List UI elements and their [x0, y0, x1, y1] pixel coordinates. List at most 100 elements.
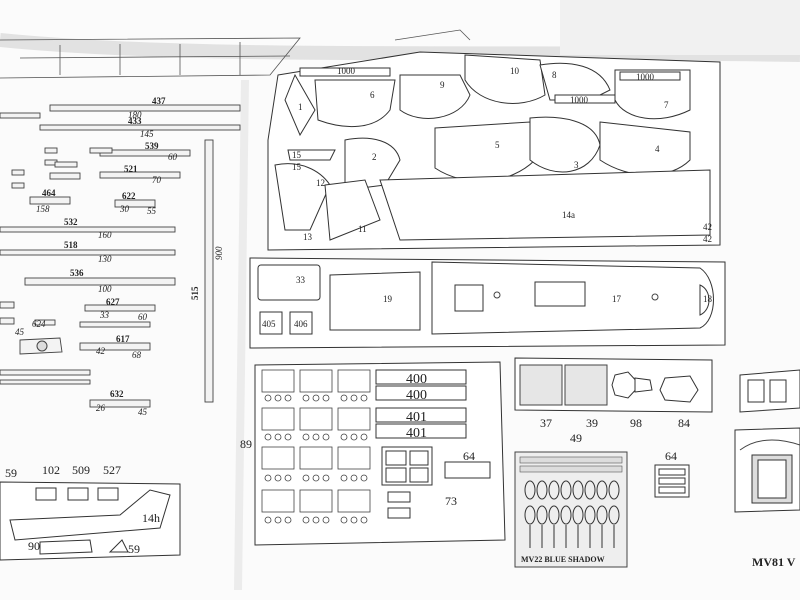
- strip-dim: 130: [98, 254, 112, 264]
- svg-text:8: 8: [552, 70, 557, 80]
- svg-text:102: 102: [42, 463, 60, 477]
- strip-length: 536: [70, 268, 84, 278]
- strip-dim: 68: [132, 350, 142, 360]
- strip-dim: 180: [128, 110, 142, 120]
- strip-dim: 55: [147, 206, 157, 216]
- strip-521: 521 70: [11, 164, 181, 189]
- grating-panel: 37 39 98 84 49: [514, 357, 713, 445]
- carriage-grid: [261, 369, 371, 524]
- svg-text:33: 33: [99, 310, 110, 320]
- strip-length: 632: [110, 389, 124, 399]
- strip-dim: 145: [140, 129, 154, 139]
- svg-text:73: 73: [445, 494, 457, 508]
- svg-text:42: 42: [96, 346, 106, 356]
- svg-text:89: 89: [240, 437, 252, 451]
- svg-text:12: 12: [316, 178, 325, 188]
- strip-dim: 100: [98, 284, 112, 294]
- strip-length: 464: [42, 188, 56, 198]
- svg-text:400: 400: [406, 372, 427, 387]
- svg-text:14a: 14a: [562, 210, 575, 220]
- strip-length: 437: [152, 96, 166, 106]
- svg-text:624: 624: [32, 319, 46, 329]
- grating-39: [564, 364, 608, 406]
- svg-text:30: 30: [119, 204, 130, 214]
- grating-37: [519, 364, 563, 406]
- strip-515: 515 900: [190, 139, 224, 403]
- svg-text:13: 13: [303, 232, 313, 242]
- frames-panel: 1 6 9 10 8 7 1000 1000 1000 5 3 4 15 15 …: [267, 51, 721, 251]
- fittings-panel: 89 400 400 401 401 64 73: [240, 361, 506, 546]
- strip-dim: 45: [138, 407, 148, 417]
- svg-text:4: 4: [655, 144, 660, 154]
- svg-text:527: 527: [103, 463, 121, 477]
- svg-text:98: 98: [630, 416, 642, 430]
- model-code: MV81 V: [752, 555, 796, 569]
- strip-dim: 900: [214, 246, 224, 260]
- strip-length: 518: [64, 240, 78, 250]
- svg-text:42: 42: [703, 222, 712, 232]
- svg-text:37: 37: [540, 416, 552, 430]
- strip-536: 536 100: [24, 268, 176, 294]
- frame-number-labels: 1 6 9 10 8 7 1000 1000 1000 5 3 4 15 15 …: [292, 66, 712, 244]
- strip-dim: 60: [138, 312, 148, 322]
- svg-text:400: 400: [406, 388, 427, 403]
- svg-text:59: 59: [128, 542, 140, 556]
- strip-532: 532 160: [0, 217, 176, 240]
- strip-length: 539: [145, 141, 159, 151]
- strip-dim: 60: [168, 152, 178, 162]
- svg-text:1000: 1000: [570, 95, 589, 105]
- svg-text:11: 11: [358, 224, 367, 234]
- svg-text:10: 10: [510, 66, 520, 76]
- strip-617: 617 68 42: [79, 334, 151, 360]
- stern-decoration: [734, 369, 800, 513]
- svg-text:7: 7: [664, 100, 669, 110]
- strip-dim: 160: [98, 230, 112, 240]
- svg-text:14h: 14h: [142, 511, 160, 525]
- svg-text:509: 509: [72, 463, 90, 477]
- strip-464: 464 158: [29, 188, 71, 214]
- fitting-part-labels: 89 400 400 401 401 64 73: [240, 372, 475, 508]
- svg-text:33: 33: [296, 275, 306, 285]
- svg-text:39: 39: [586, 416, 598, 430]
- svg-text:401: 401: [406, 410, 427, 425]
- strip-length: 532: [64, 217, 78, 227]
- strip-length: 622: [122, 191, 136, 201]
- svg-text:90: 90: [28, 539, 40, 553]
- svg-text:49: 49: [570, 431, 582, 445]
- deck-part-labels: 33 19 17 18 405 406: [262, 275, 713, 329]
- top-hull-drawing: [0, 29, 471, 79]
- svg-text:42: 42: [703, 234, 712, 244]
- pe-sheet-caption: MV22 BLUE SHADOW: [521, 555, 605, 564]
- svg-text:64: 64: [665, 449, 677, 463]
- svg-text:19: 19: [383, 294, 393, 304]
- svg-text:3: 3: [574, 160, 579, 170]
- svg-text:15: 15: [292, 150, 302, 160]
- strip-437: 437 180: [0, 96, 241, 120]
- svg-text:1: 1: [298, 102, 303, 112]
- left-fittings: 45 624: [0, 301, 91, 385]
- bottom-left-panel: 59 102 509 527 14h 90 59: [0, 463, 181, 561]
- strip-length: 617: [116, 334, 130, 344]
- svg-text:9: 9: [440, 80, 445, 90]
- svg-text:401: 401: [406, 426, 427, 441]
- strip-length: 433: [128, 116, 142, 126]
- strip-518: 518 130: [0, 240, 176, 264]
- svg-text:6: 6: [370, 90, 375, 100]
- svg-text:17: 17: [612, 294, 622, 304]
- svg-text:406: 406: [294, 319, 308, 329]
- strip-length: 521: [124, 164, 138, 174]
- svg-text:59: 59: [5, 466, 17, 480]
- strip-632: 632 45 26: [89, 389, 151, 417]
- strip-539: 539 60: [44, 141, 191, 168]
- svg-text:405: 405: [262, 319, 276, 329]
- svg-text:45: 45: [15, 327, 25, 337]
- svg-text:2: 2: [372, 152, 377, 162]
- svg-text:1000: 1000: [636, 72, 655, 82]
- strip-622: 622 55 30: [114, 191, 157, 216]
- fold-shadow: [560, 0, 800, 55]
- svg-text:18: 18: [703, 294, 713, 304]
- part-64: 64: [654, 449, 690, 498]
- svg-text:15: 15: [292, 162, 302, 172]
